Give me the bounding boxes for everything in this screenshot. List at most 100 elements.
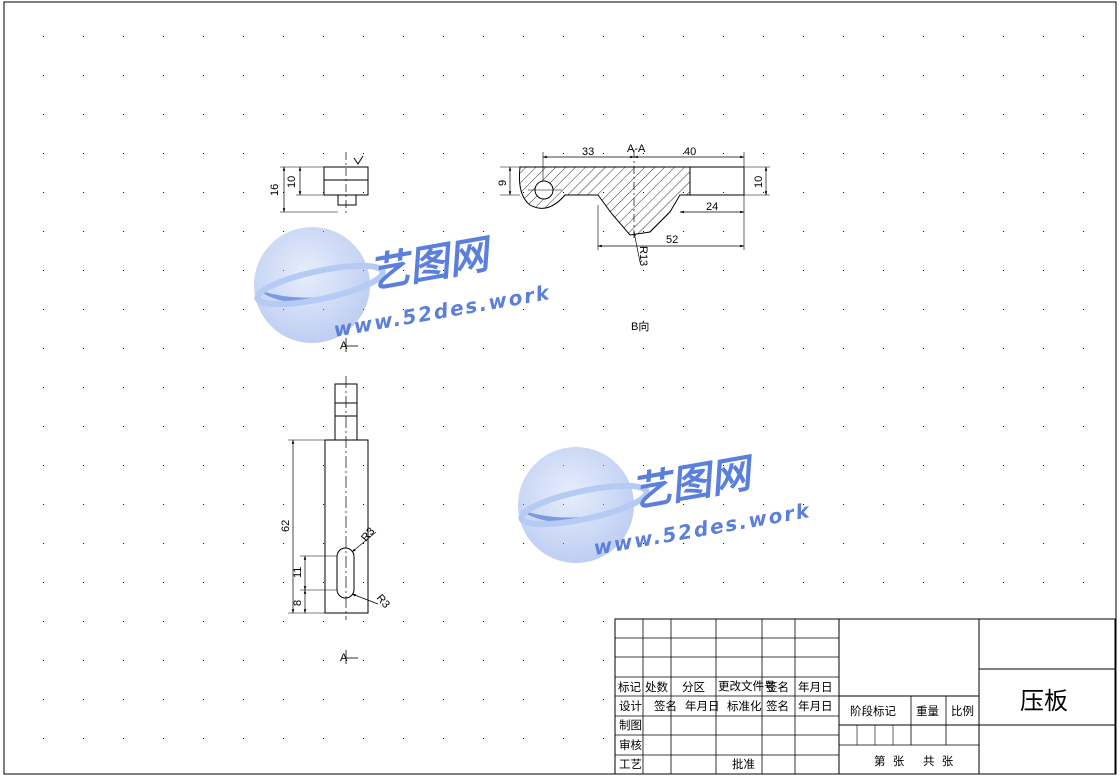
grid-dot bbox=[1083, 114, 1084, 115]
grid-dot bbox=[843, 270, 844, 271]
tb-design: 设计 bbox=[619, 699, 642, 713]
grid-dot bbox=[483, 348, 484, 349]
grid-dot bbox=[163, 660, 164, 661]
grid-dot bbox=[363, 699, 364, 700]
grid-dot bbox=[283, 153, 284, 154]
sheet-border bbox=[3, 1, 1117, 775]
grid-dot bbox=[683, 309, 684, 310]
grid-dot bbox=[83, 114, 84, 115]
grid-dot bbox=[683, 465, 684, 466]
grid-dot bbox=[403, 36, 404, 37]
grid-dot bbox=[83, 36, 84, 37]
grid-dot bbox=[163, 738, 164, 739]
grid-dot bbox=[763, 270, 764, 271]
grid-dot bbox=[643, 75, 644, 76]
grid-dot bbox=[723, 231, 724, 232]
tb-sign-2: 签名 bbox=[654, 699, 677, 713]
grid-dot bbox=[563, 114, 564, 115]
grid-dot bbox=[483, 192, 484, 193]
grid-dot bbox=[163, 75, 164, 76]
grid-dot bbox=[323, 348, 324, 349]
grid-dot bbox=[923, 387, 924, 388]
grid-dot bbox=[1043, 114, 1044, 115]
grid-dot bbox=[123, 660, 124, 661]
grid-dot bbox=[403, 738, 404, 739]
grid-dot bbox=[683, 36, 684, 37]
grid-dot bbox=[403, 114, 404, 115]
grid-dot bbox=[1083, 426, 1084, 427]
grid-dot bbox=[1043, 231, 1044, 232]
grid-dot bbox=[963, 192, 964, 193]
grid-dot bbox=[83, 699, 84, 700]
grid-dot bbox=[243, 621, 244, 622]
grid-dot bbox=[83, 153, 84, 154]
grid-dot bbox=[1043, 387, 1044, 388]
grid-dot bbox=[603, 426, 604, 427]
grid-dot bbox=[43, 543, 44, 544]
grid-dot bbox=[43, 582, 44, 583]
grid-dot bbox=[723, 309, 724, 310]
grid-dot bbox=[483, 699, 484, 700]
grid-dot bbox=[603, 36, 604, 37]
grid-dot bbox=[963, 387, 964, 388]
grid-dot bbox=[243, 699, 244, 700]
grid-dot bbox=[43, 153, 44, 154]
grid-dot bbox=[883, 75, 884, 76]
grid-dot bbox=[683, 387, 684, 388]
grid-dot bbox=[1003, 348, 1004, 349]
grid-dot bbox=[1003, 465, 1004, 466]
grid-dot bbox=[523, 153, 524, 154]
grid-dot bbox=[123, 465, 124, 466]
grid-dot bbox=[203, 309, 204, 310]
grid-dot bbox=[403, 75, 404, 76]
grid-dot bbox=[963, 270, 964, 271]
grid-dot bbox=[243, 465, 244, 466]
grid-dot bbox=[843, 192, 844, 193]
grid-dot bbox=[323, 36, 324, 37]
grid-dot bbox=[283, 738, 284, 739]
grid-dot bbox=[803, 504, 804, 505]
grid-dot bbox=[643, 153, 644, 154]
grid-dot bbox=[203, 660, 204, 661]
grid-dot bbox=[523, 387, 524, 388]
grid-dot bbox=[1043, 75, 1044, 76]
grid-dot bbox=[1083, 543, 1084, 544]
grid-dot bbox=[323, 621, 324, 622]
grid-dot bbox=[323, 387, 324, 388]
grid-dot bbox=[1003, 504, 1004, 505]
grid-dot bbox=[923, 114, 924, 115]
grid-dot bbox=[643, 270, 644, 271]
grid-dot bbox=[763, 75, 764, 76]
grid-dot bbox=[763, 153, 764, 154]
grid-dot bbox=[1003, 543, 1004, 544]
grid-dot bbox=[163, 387, 164, 388]
grid-dot bbox=[443, 504, 444, 505]
grid-dot bbox=[1003, 36, 1004, 37]
grid-dot bbox=[803, 231, 804, 232]
grid-dot bbox=[43, 114, 44, 115]
grid-dot bbox=[43, 231, 44, 232]
grid-dot bbox=[563, 348, 564, 349]
grid-dot bbox=[523, 543, 524, 544]
grid-dot bbox=[963, 465, 964, 466]
part-name: 压板 bbox=[1020, 687, 1068, 715]
grid-dot bbox=[603, 270, 604, 271]
grid-dot bbox=[923, 231, 924, 232]
grid-dot bbox=[603, 309, 604, 310]
grid-dot bbox=[443, 465, 444, 466]
grid-dot bbox=[443, 426, 444, 427]
grid-dot bbox=[723, 387, 724, 388]
grid-dot bbox=[683, 153, 684, 154]
grid-dot bbox=[723, 348, 724, 349]
grid-dot bbox=[723, 270, 724, 271]
grid-dot bbox=[123, 387, 124, 388]
watermark-1 bbox=[254, 227, 386, 343]
grid-dot bbox=[643, 465, 644, 466]
grid-dot bbox=[763, 231, 764, 232]
grid-dot bbox=[883, 114, 884, 115]
grid-dot bbox=[923, 153, 924, 154]
grid-dot bbox=[763, 114, 764, 115]
grid-dot bbox=[883, 348, 884, 349]
dot-grid bbox=[43, 36, 1084, 739]
plan-dim-62: 62 bbox=[280, 520, 292, 532]
